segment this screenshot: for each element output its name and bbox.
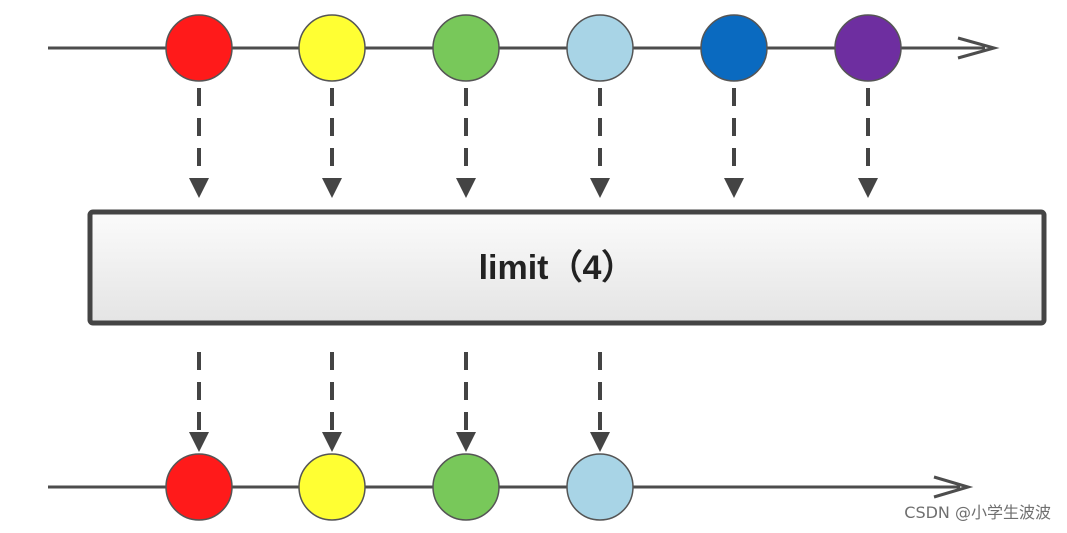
input-arrow-2-head <box>322 178 342 198</box>
output-arrow-4 <box>590 352 610 452</box>
input-arrows <box>189 88 878 198</box>
output-marble-2 <box>298 453 366 521</box>
output-marble-3 <box>432 453 500 521</box>
output-arrow-3 <box>456 352 476 452</box>
input-arrow-5 <box>724 88 744 198</box>
input-arrow-1-head <box>189 178 209 198</box>
input-arrow-6 <box>858 88 878 198</box>
output-arrows <box>189 352 610 452</box>
output-marble-4 <box>566 453 634 521</box>
output-arrow-3-head <box>456 432 476 452</box>
input-marble-5 <box>700 14 768 82</box>
input-marble-6 <box>834 14 902 82</box>
input-timeline-arrowhead <box>957 36 1000 60</box>
input-marble-3 <box>432 14 500 82</box>
input-marble-2 <box>298 14 366 82</box>
output-arrow-1-head <box>189 432 209 452</box>
input-arrow-1 <box>189 88 209 198</box>
input-arrow-4-head <box>590 178 610 198</box>
input-arrow-3-head <box>456 178 476 198</box>
input-marble-1 <box>165 14 233 82</box>
watermark: CSDN @小学生波波 <box>904 503 1051 522</box>
input-marble-4 <box>566 14 634 82</box>
input-arrow-5-head <box>724 178 744 198</box>
input-arrow-6-head <box>858 178 878 198</box>
output-marble-1 <box>165 453 233 521</box>
output-arrow-1 <box>189 352 209 452</box>
input-marbles <box>165 14 902 82</box>
output-arrow-2 <box>322 352 342 452</box>
input-arrow-3 <box>456 88 476 198</box>
output-marbles <box>165 453 634 521</box>
operator-label: limit（4） <box>479 248 636 287</box>
output-arrow-2-head <box>322 432 342 452</box>
operator-box <box>87 209 1047 326</box>
input-arrow-2 <box>322 88 342 198</box>
input-arrow-4 <box>590 88 610 198</box>
output-timeline-arrowhead <box>933 475 974 499</box>
output-arrow-4-head <box>590 432 610 452</box>
